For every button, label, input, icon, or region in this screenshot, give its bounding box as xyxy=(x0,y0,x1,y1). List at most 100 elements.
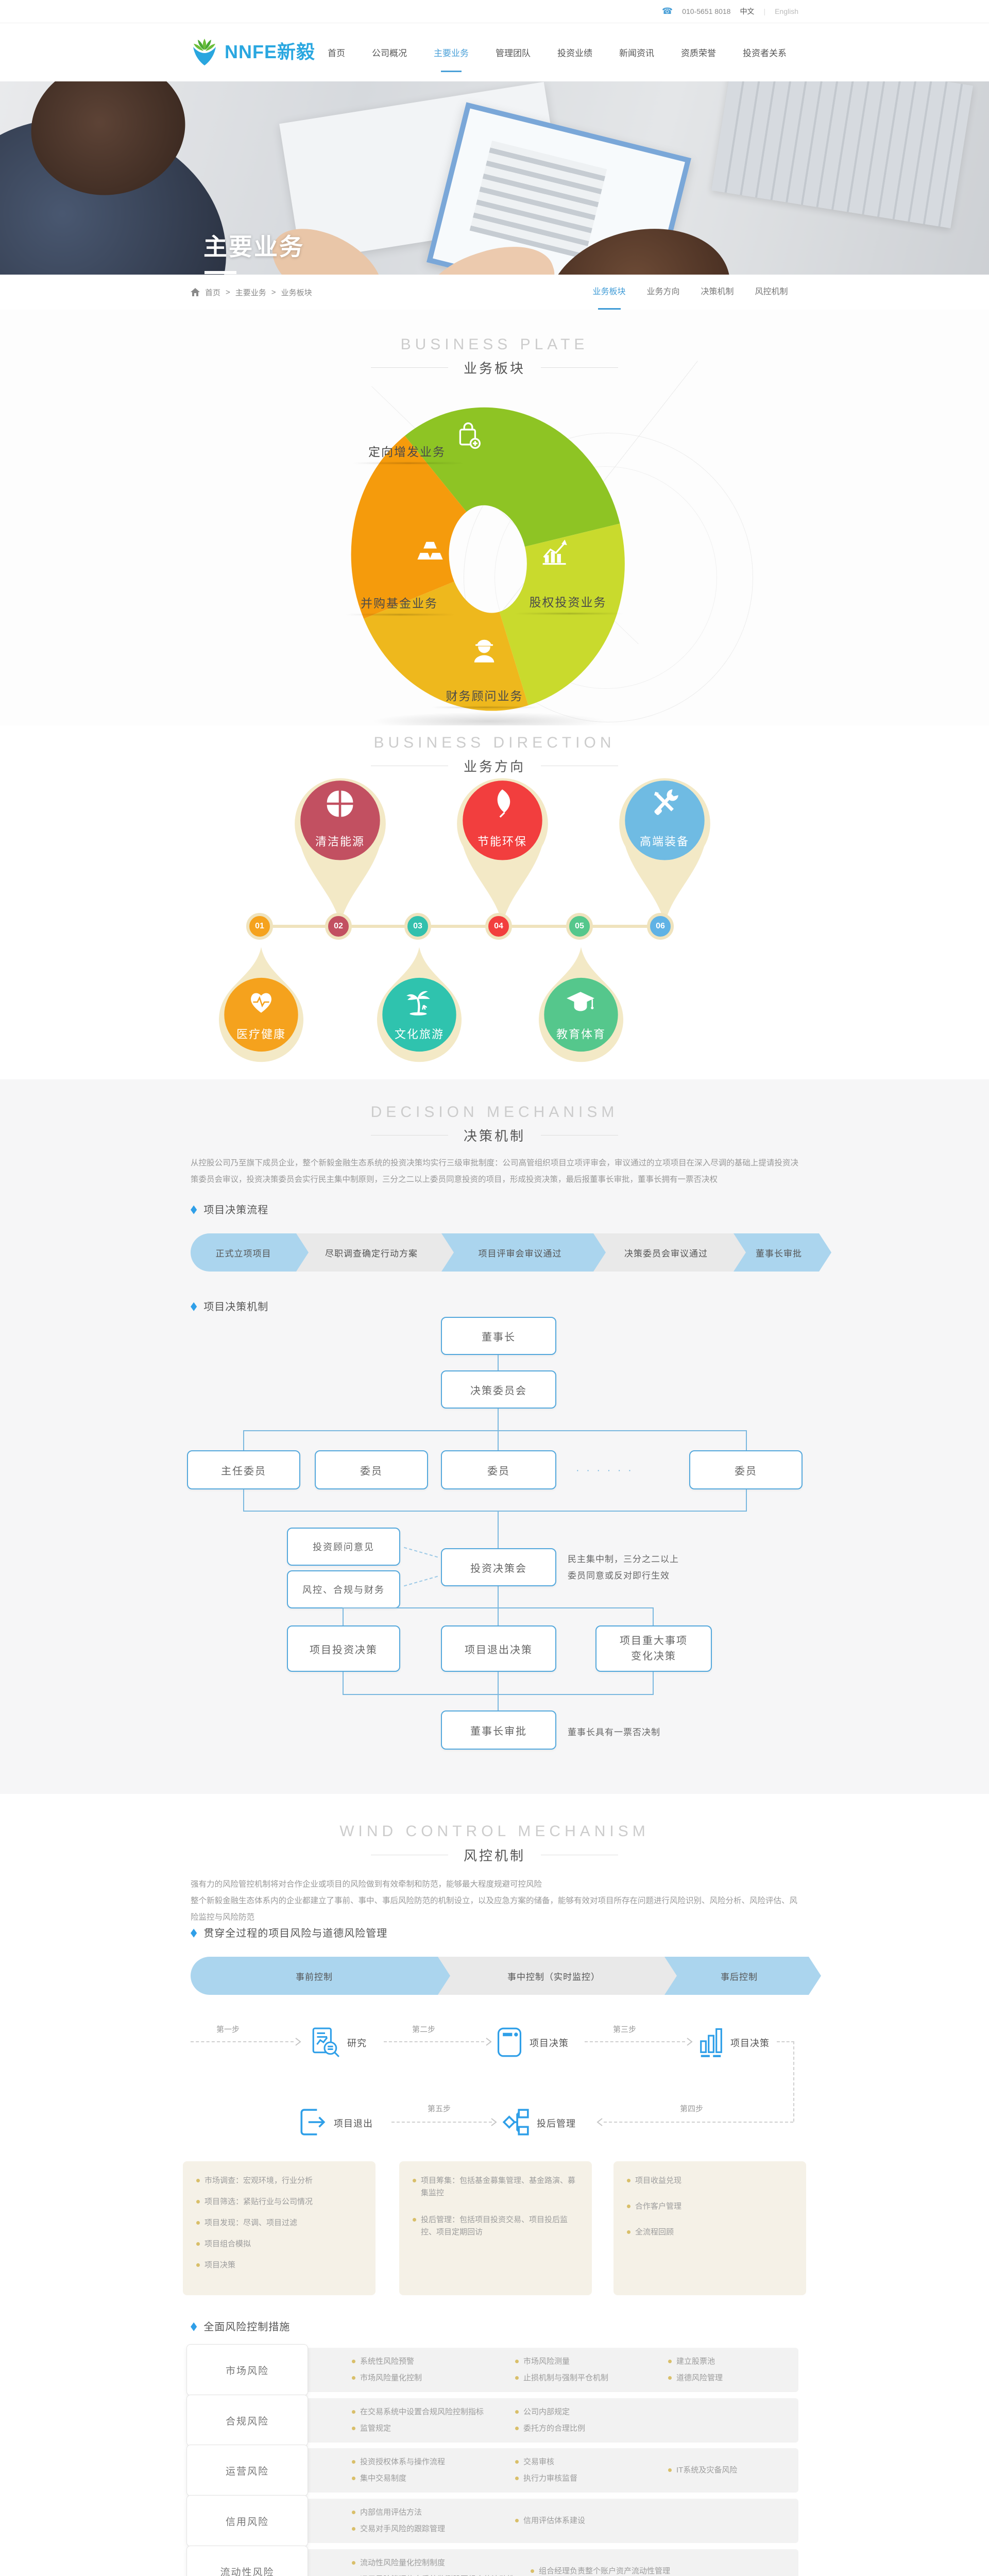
breadcrumb-level2[interactable]: 业务板块 xyxy=(281,288,312,297)
pin-label: 文化旅游 xyxy=(394,1028,444,1041)
decision-card-icon xyxy=(496,2027,523,2058)
timeline-dot-06: 06 xyxy=(647,913,674,940)
step-name-decision: 项目决策 xyxy=(530,2038,569,2048)
process-card-fundraising: 项目筹集：包括基金募集管理、基金路演、募集监控 投后管理：包括项目投资交易、项目… xyxy=(399,2161,592,2295)
direction-pin-bottom: 教育体育 xyxy=(532,947,630,1063)
pin-label: 清洁能源 xyxy=(315,835,365,848)
section-title-cn: 业务板块 xyxy=(0,358,989,377)
pin-label: 教育体育 xyxy=(556,1028,606,1041)
org-box-exit-decision: 项目退出决策 xyxy=(441,1625,556,1672)
arrow-right-icon xyxy=(686,2037,693,2046)
direction-pin-bottom: 文化旅游 xyxy=(370,947,468,1063)
org-box-invest-decision: 项目投资决策 xyxy=(287,1625,400,1672)
post-investment-org-icon xyxy=(501,2107,531,2137)
donut-segment-orange xyxy=(351,407,625,711)
nav-item-investor[interactable]: 投资者关系 xyxy=(743,48,787,58)
decision-intro: 从控股公司乃至旗下成员企业，整个新毅金融生态系统的投资决策均实行三级审批制度：公… xyxy=(191,1159,798,1184)
diamond-icon: ◆ xyxy=(191,1926,198,1939)
direction-pin-top: 节能环保 xyxy=(450,768,555,926)
segment-label-shadow xyxy=(346,614,454,615)
step-label-2: 第二步 xyxy=(412,2025,436,2034)
title-line xyxy=(370,1135,448,1136)
breadcrumb-separator: > xyxy=(271,287,276,297)
tab-decision-mechanism[interactable]: 决策机制 xyxy=(701,287,734,296)
banner-photo: 主要业务 xyxy=(0,81,989,275)
gold-ingots-icon xyxy=(415,537,446,566)
lang-switch-cn[interactable]: 中文 xyxy=(740,7,755,15)
wind-measures-heading: ◆ 全面风险控制措施 xyxy=(191,2318,290,2333)
phase-after: 事后控制 xyxy=(664,1957,821,1995)
donut-segment-gold xyxy=(351,407,625,711)
flow-step-4: 决策委员会审议通过 xyxy=(593,1233,746,1272)
pinwheel-icon xyxy=(325,788,355,819)
tab-active-underline xyxy=(598,308,621,310)
step-name-post-investment: 投后管理 xyxy=(537,2119,576,2129)
org-box-investment-meeting: 投资决策会 xyxy=(441,1548,556,1586)
direction-pin-top: 高端装备 xyxy=(612,768,718,926)
section-title-en: BUSINESS PLATE xyxy=(400,336,589,353)
diamond-icon: ◆ xyxy=(191,1300,198,1313)
nav-item-performance[interactable]: 投资业绩 xyxy=(557,48,592,58)
leaf-icon xyxy=(488,787,517,818)
page-title-underline xyxy=(204,271,236,274)
step-name-research: 研究 xyxy=(347,2038,367,2048)
dashed-flow-line xyxy=(604,2122,793,2123)
nav-item-company[interactable]: 公司概况 xyxy=(372,48,407,58)
nav-item-honor[interactable]: 资质荣誉 xyxy=(681,48,716,58)
nav-item-team[interactable]: 管理团队 xyxy=(496,48,531,58)
connector-line xyxy=(653,1607,654,1625)
breadcrumb-home[interactable]: 首页 xyxy=(205,288,221,297)
risk-row-operations: 运营风险 投资授权体系与操作流程 集中交易制度 交易审核 执行力审核监督 IT系… xyxy=(186,2445,798,2496)
section-title-cn: 决策机制 xyxy=(0,1126,989,1145)
section-title-en: WIND CONTROL MECHANISM xyxy=(339,1823,650,1840)
health-heart-icon xyxy=(247,989,275,1015)
business-plate-donut xyxy=(306,368,672,770)
graduation-cap-icon xyxy=(566,990,595,1016)
bars-icon xyxy=(696,2026,725,2058)
risk-label: 信用风险 xyxy=(186,2495,308,2547)
org-box-chairman: 董事长 xyxy=(441,1317,556,1355)
direction-pin-top: 清洁能源 xyxy=(287,768,393,926)
section-title-cn: 业务方向 xyxy=(0,756,989,775)
main-nav: 首页 公司概况 主要业务 管理团队 投资业绩 新闻资讯 资质荣誉 投资者关系 xyxy=(314,23,800,81)
connector-line xyxy=(746,1430,747,1450)
step-label-3: 第三步 xyxy=(613,2025,637,2034)
nav-item-news[interactable]: 新闻资讯 xyxy=(619,48,654,58)
wind-intro-line2: 整个新毅金融生态体系内的企业都建立了事前、事中、事后风险防范的机制设立，以及应急… xyxy=(191,1896,798,1922)
banner-shape xyxy=(711,81,974,229)
nav-item-main-business[interactable]: 主要业务 xyxy=(420,46,482,72)
tools-icon xyxy=(650,788,679,818)
breadcrumb: 首页 > 主要业务 > 业务板块 xyxy=(191,275,312,310)
lang-switch-en[interactable]: English xyxy=(775,7,798,15)
timeline-dot-02: 02 xyxy=(325,913,352,940)
risk-row-compliance: 合规风险 在交易系统中设置合规风险控制指标 监管规定 公司内部规定 委托方的合理… xyxy=(186,2395,798,2446)
tab-business-direction[interactable]: 业务方向 xyxy=(646,287,680,296)
decision-flow-heading: ◆ 项目决策流程 xyxy=(191,1201,268,1216)
home-icon xyxy=(191,288,200,296)
bullet-dot-icon xyxy=(627,2230,630,2234)
risk-label: 运营风险 xyxy=(186,2445,308,2496)
palm-tree-icon xyxy=(404,987,434,1016)
segment-label-shadow xyxy=(353,463,464,464)
tab-wind-control[interactable]: 风控机制 xyxy=(755,287,788,296)
timeline-line xyxy=(260,925,660,928)
segment-label: 并购基金业务 xyxy=(361,597,438,610)
exit-icon xyxy=(297,2107,327,2137)
bullet-dot-icon xyxy=(413,2218,416,2222)
step-name-exit: 项目退出 xyxy=(334,2119,373,2129)
org-box-member: 委员 xyxy=(315,1450,428,1489)
org-members-ellipsis: · · · · · · xyxy=(576,1465,634,1476)
segment-label: 股权投资业务 xyxy=(529,596,607,609)
timeline-dot-05: 05 xyxy=(566,913,593,940)
connector-line xyxy=(498,1409,499,1430)
flow-step-2: 尽职调查确定行动方案 xyxy=(296,1233,454,1272)
logo[interactable]: NNFE新毅 xyxy=(190,35,315,66)
diamond-icon: ◆ xyxy=(191,1203,198,1216)
breadcrumb-level1[interactable]: 主要业务 xyxy=(235,288,266,297)
connector-line xyxy=(343,1672,344,1694)
nav-item-home[interactable]: 首页 xyxy=(328,48,345,58)
dashed-flow-line xyxy=(777,2041,794,2042)
tab-business-plate[interactable]: 业务板块 xyxy=(582,275,636,310)
org-box-advisor: 投资顾问意见 xyxy=(287,1528,400,1566)
